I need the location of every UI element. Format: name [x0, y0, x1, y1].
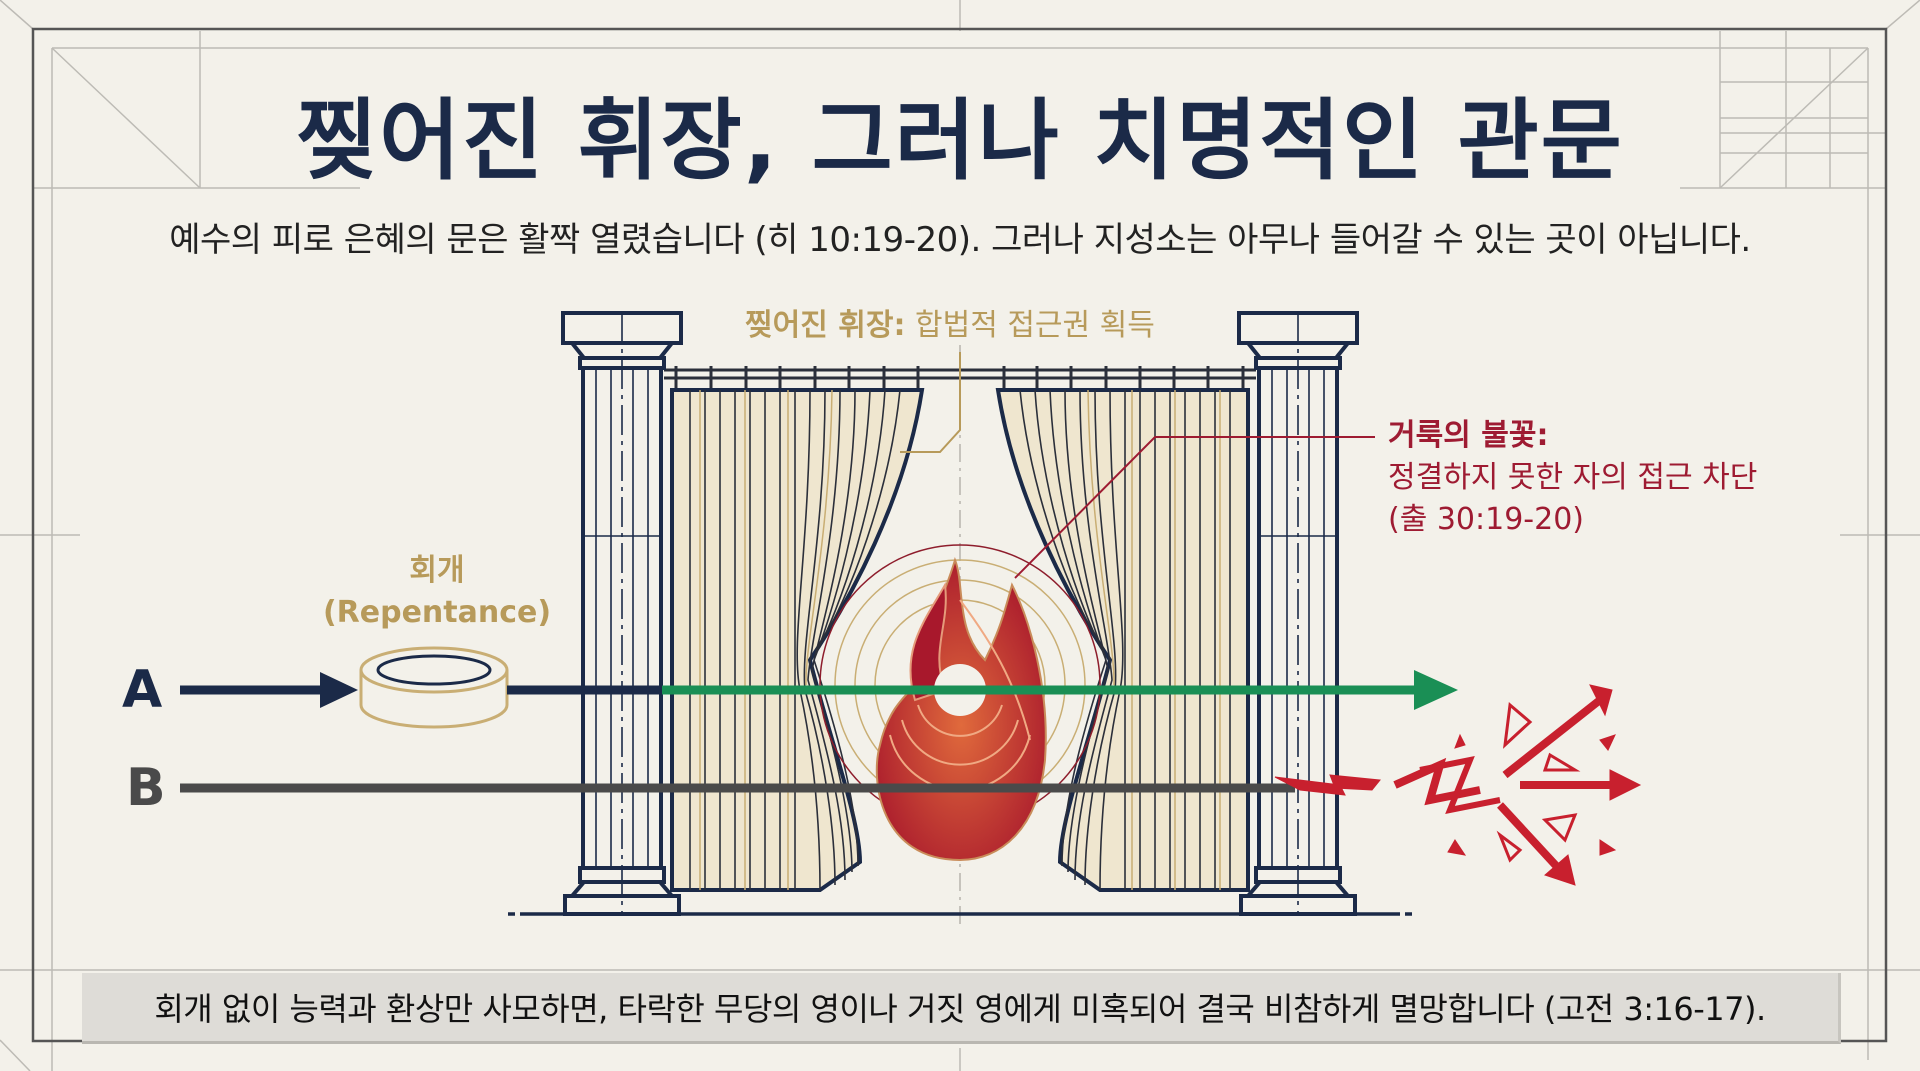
- pillar-icon: [561, 311, 683, 916]
- page-title: 찢어진 휘장, 그러나 치명적인 관문: [296, 89, 1624, 192]
- veil-label-title: 찢어진 휘장:: [745, 308, 906, 343]
- repentance-label-en: (Repentance): [322, 595, 552, 630]
- veil-label-text: 합법적 접근권 획득: [915, 308, 1155, 343]
- repentance-label-ko: 회개: [409, 553, 465, 588]
- veil-label: 찢어진 휘장: 합법적 접근권 획득: [745, 300, 1155, 344]
- curtain-icon: [670, 388, 925, 892]
- pillar-icon: [1237, 311, 1359, 916]
- path-a-label: A: [122, 660, 163, 720]
- curtain-icon: [995, 388, 1250, 892]
- caption-box: 회개 없이 능력과 환상만 사모하면, 타락한 무당의 영이나 거짓 영에게 미…: [82, 973, 1841, 1044]
- caption-text: 회개 없이 능력과 환상만 사모하면, 타락한 무당의 영이나 거짓 영에게 미…: [154, 990, 1766, 1028]
- fire-label-line2: (출 30:19-20): [1388, 502, 1584, 537]
- subtitle: 예수의 피로 은혜의 문은 활짝 열렸습니다 (히 10:19-20). 그러나…: [169, 220, 1751, 260]
- path-a-arrow: [180, 670, 1458, 710]
- fire-label-title: 거룩의 불꽃:: [1388, 418, 1549, 453]
- fire-label-line1: 정결하지 못한 자의 접근 차단: [1388, 460, 1758, 495]
- fire-label: 거룩의 불꽃: 정결하지 못한 자의 접근 차단 (출 30:19-20): [1388, 415, 1757, 541]
- flame-icon: [875, 556, 1047, 862]
- path-b-label: B: [126, 758, 166, 818]
- shatter-icon: [1274, 684, 1642, 886]
- repentance-label: 회개 (Repentance): [322, 550, 552, 634]
- laver-ring-icon: [359, 646, 509, 729]
